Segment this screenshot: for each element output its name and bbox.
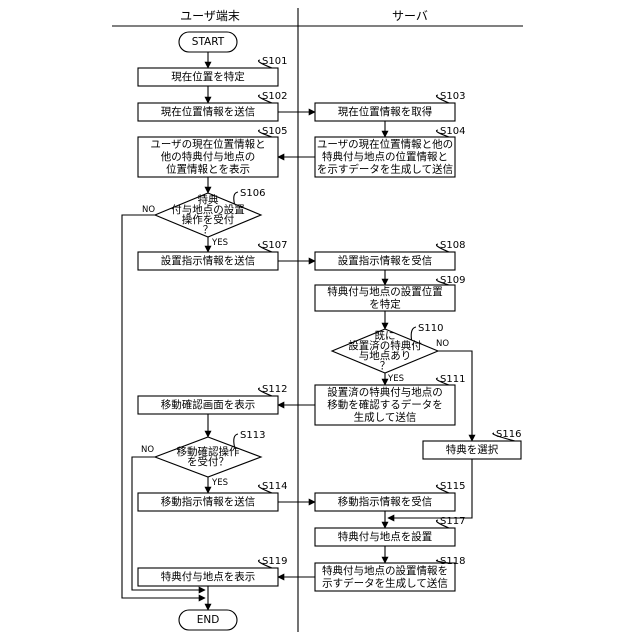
node-s107: 設置指示情報を送信 [138,252,278,270]
s111-text-line: 生成して送信 [354,411,417,424]
end-text-line: END [197,614,220,626]
s114-text: 移動指示情報を送信 [161,495,256,508]
s113-no-label: NO [141,445,154,455]
node-s116: 特典を選択 [423,441,521,459]
s116-text: 特典を選択 [446,443,499,456]
s109-text-line: を特定 [369,297,401,310]
s117-text-line: 特典付与地点を設置 [338,530,433,543]
s106-yes-label: YES [211,238,228,248]
s110-step-leader [411,327,416,340]
node-s111: 設置済の特典付与地点の移動を確認するデータを生成して送信 [315,385,455,425]
s107-text-line: 設置指示情報を送信 [161,254,256,267]
s115-text: 移動指示情報を受信 [338,495,433,508]
s108-text-line: 設置指示情報を受信 [338,254,433,267]
nodes: START 現在位置を特定現在位置情報を送信 現在位置情報を取得ユーザの現在位置情報… [138,32,521,630]
node-s108: 設置指示情報を受信 [315,252,455,270]
s115-text-line: 移動指示情報を受信 [338,495,433,508]
node-start: START [179,32,237,52]
s104-text-line: を示すデータを生成して送信 [317,163,453,176]
start-text-line: START [192,36,225,48]
s102-text: 現在位置情報を送信 [161,105,256,118]
s106-step-label: S106 [240,188,265,199]
s113-text-line: を受付？ [187,455,229,468]
s109-text-line: 特典付与地点の設置位置 [327,285,443,298]
s109-step-label: S109 [440,275,465,286]
s117-text: 特典付与地点を設置 [338,530,433,543]
node-s117: 特典付与地点を設置 [315,528,455,546]
s119-text: 特典付与地点を表示 [161,570,256,583]
node-s110: 既に設置済の特典付与地点あり？ [332,329,438,373]
s104-text: ユーザの現在位置情報と他の特典付与地点の位置情報とを示すデータを生成して送信 [317,138,453,176]
node-s104: ユーザの現在位置情報と他の特典付与地点の位置情報とを示すデータを生成して送信 [315,137,455,177]
s114-text-line: 移動指示情報を送信 [161,495,256,508]
s101-text-line: 現在位置を特定 [171,70,245,83]
s105-text-line: 他の特典付与地点の [161,150,256,163]
node-s109: 特典付与地点の設置位置を特定 [315,285,455,311]
s103-text: 現在位置情報を取得 [338,105,433,118]
s104-text-line: 特典付与地点の位置情報と [322,150,448,163]
start-text: START [192,36,225,48]
s116-step-label: S116 [496,429,521,440]
s105-text: ユーザの現在位置情報と他の特典付与地点の位置情報とを表示 [150,138,265,176]
s105-text-line: 位置情報とを表示 [166,163,250,176]
s106-no-label: NO [142,205,155,215]
node-s115: 移動指示情報を受信 [315,493,455,511]
node-s105: ユーザの現在位置情報と他の特典付与地点の位置情報とを表示 [138,137,278,177]
labels: S101S102S103S104S105S106S107S108S109S110… [141,56,521,568]
s104-text-line: ユーザの現在位置情報と他の [317,138,453,151]
node-s101: 現在位置を特定 [138,68,278,86]
node-end: END [179,610,237,630]
node-s103: 現在位置情報を取得 [315,103,455,121]
lane-header-server: サーバ [392,9,428,23]
end-text: END [197,614,220,626]
s119-text-line: 特典付与地点を表示 [161,570,256,583]
s112-text-line: 移動確認画面を表示 [161,398,256,411]
s106-step-leader [234,192,238,204]
s118-text-line: 示すデータを生成して送信 [322,576,448,589]
node-s113: 移動確認操作を受付？ [155,437,261,477]
s112-text: 移動確認画面を表示 [161,398,256,411]
s111-text-line: 移動を確認するデータを [327,398,443,411]
s101-text: 現在位置を特定 [171,70,245,83]
s116-text-line: 特典を選択 [446,443,499,456]
s110-no-label: NO [436,339,449,349]
s110-step-label: S110 [418,323,443,334]
node-s119: 特典付与地点を表示 [138,568,278,586]
s110-yes-label: YES [387,374,404,384]
lane-header-user-terminal: ユーザ端末 [180,9,240,23]
s110-text-line: ？ [380,360,391,372]
s106-text-line: ？ [203,224,214,236]
s118-text-line: 特典付与地点の設置情報を [322,564,448,577]
s113-step-label: S113 [240,430,265,441]
node-s106: 特典付与地点の設置操作を受付？ [155,193,261,237]
node-s118: 特典付与地点の設置情報を示すデータを生成して送信 [315,563,455,591]
node-s114: 移動指示情報を送信 [138,493,278,511]
s108-text: 設置指示情報を受信 [338,254,433,267]
s111-text-line: 設置済の特典付与地点の [327,386,443,399]
node-s112: 移動確認画面を表示 [138,396,278,414]
s105-text-line: ユーザの現在位置情報と [150,138,265,151]
s103-text-line: 現在位置情報を取得 [338,105,433,118]
s118-step-label: S118 [440,556,465,567]
s118-text: 特典付与地点の設置情報を示すデータを生成して送信 [322,564,448,590]
s102-text-line: 現在位置情報を送信 [161,105,256,118]
s113-yes-label: YES [211,478,228,488]
node-s102: 現在位置情報を送信 [138,103,278,121]
s107-text: 設置指示情報を送信 [161,254,256,267]
